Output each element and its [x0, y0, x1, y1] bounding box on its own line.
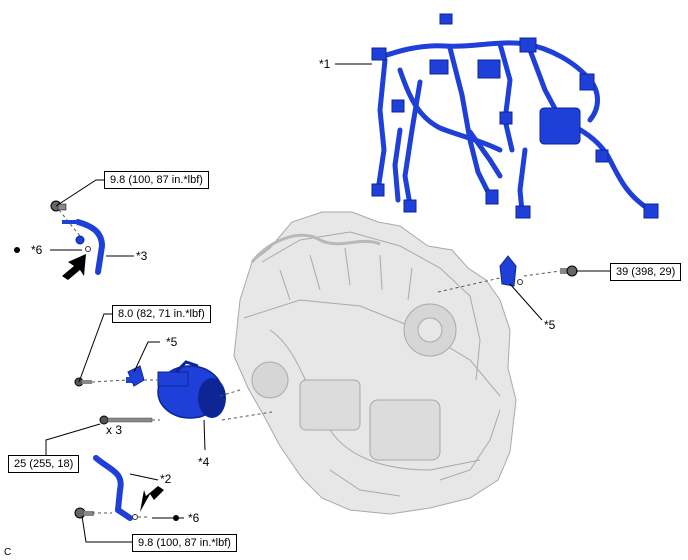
torque-spec-upper-bolt: 9.8 (100, 87 in.*lbf) [104, 171, 209, 189]
leader-lines [45, 63, 610, 543]
lower-hose [93, 455, 133, 521]
lower-gasket [132, 514, 138, 520]
callout-right-bracket: *5 [544, 318, 556, 332]
torque-spec-compressor-bolt: 25 (255, 18) [8, 455, 80, 473]
engine-assembly [233, 211, 517, 515]
upper-gasket [85, 246, 91, 252]
lower-bolt [74, 507, 94, 519]
callout-lower-gasket: *6 [188, 511, 200, 525]
compressor-bracket-right [499, 255, 523, 287]
callout-lower-hose: *2 [160, 472, 172, 486]
bolt-quantity: x 3 [106, 423, 123, 437]
upper-hose [62, 219, 106, 275]
torque-spec-right-bracket-bolt: 39 (398, 29) [610, 263, 682, 281]
ac-compressor [157, 360, 226, 419]
torque-spec-bracket-bolt: 8.0 (82, 71 in.*lbf) [112, 305, 211, 323]
engine-wire-harness [375, 40, 653, 215]
upper-bullet-icon [14, 247, 20, 253]
compressor-bolt [99, 415, 153, 425]
callout-harness: *1 [319, 57, 331, 71]
upper-arrow-icon [62, 254, 86, 280]
torque-spec-lower-bolt: 9.8 (100, 87 in.*lbf) [132, 534, 237, 552]
bracket-bolt-left [74, 377, 92, 387]
callout-compressor: *4 [198, 455, 210, 469]
callout-upper-hose: *3 [136, 249, 148, 263]
illustration-letter: C [4, 547, 12, 558]
lower-arrow-icon [140, 486, 164, 512]
bracket-bolt-right [560, 265, 578, 277]
upper-bolt [50, 200, 67, 212]
assembly-lines [58, 209, 561, 518]
harness-connectors [371, 13, 659, 219]
callout-left-bracket: *5 [166, 335, 178, 349]
callout-upper-gasket: *6 [31, 243, 43, 257]
